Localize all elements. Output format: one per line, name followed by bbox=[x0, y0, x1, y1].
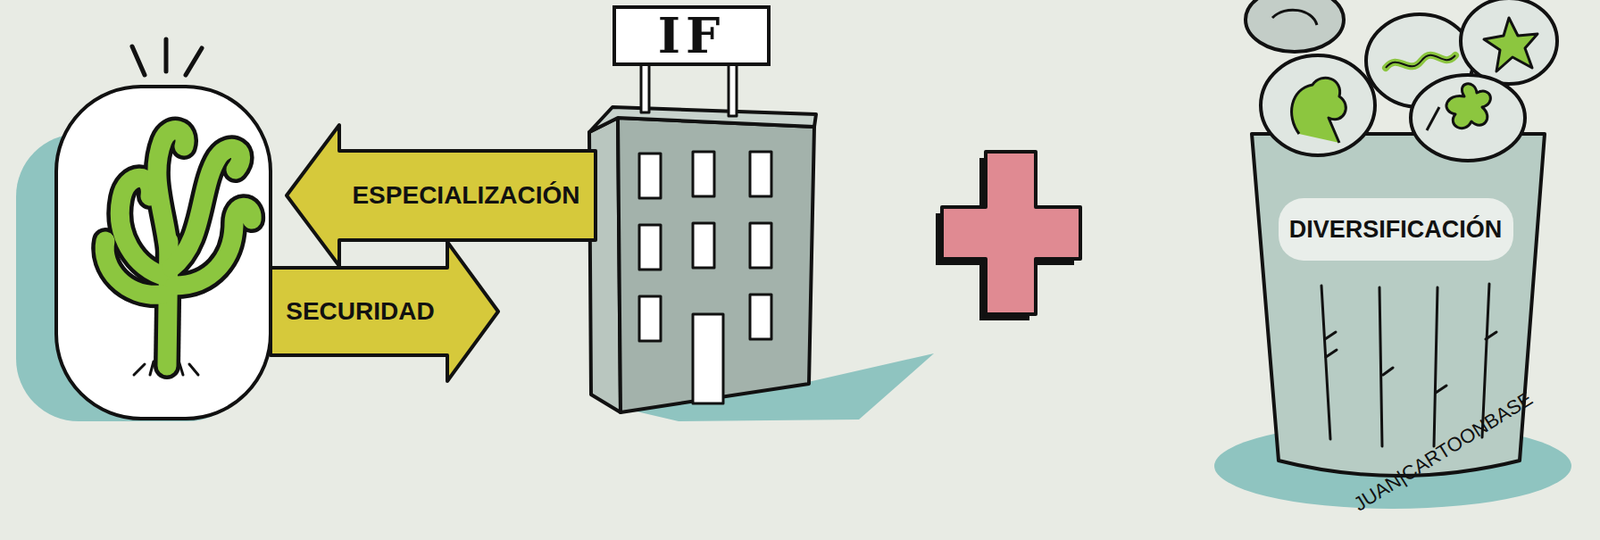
building-sign: IF bbox=[612, 5, 771, 67]
yellow-arrow: SECURIDAD bbox=[267, 239, 501, 384]
illustration-part bbox=[692, 151, 715, 197]
node-text: IF bbox=[658, 7, 726, 65]
illustration-part bbox=[1325, 332, 1497, 393]
illustration-part bbox=[617, 117, 815, 413]
illustration-part bbox=[639, 225, 661, 270]
illustration-part bbox=[692, 314, 724, 404]
illustration-part bbox=[639, 296, 661, 342]
illustration-part bbox=[157, 130, 185, 259]
illustration-part bbox=[175, 207, 252, 286]
illustration-part bbox=[1426, 107, 1440, 131]
illustration-part bbox=[641, 64, 737, 117]
building bbox=[589, 64, 934, 422]
illustration-part bbox=[1272, 9, 1538, 143]
illustration-part bbox=[1460, 0, 1558, 84]
seaweed-plant bbox=[104, 130, 252, 375]
illustration-part bbox=[104, 241, 163, 295]
illustration-part bbox=[692, 223, 715, 268]
illustration-part bbox=[1385, 55, 1456, 68]
illustration-part bbox=[1446, 83, 1491, 129]
node-text: SECURIDAD bbox=[285, 297, 434, 326]
illustration-part bbox=[133, 360, 199, 375]
illustration-part bbox=[941, 151, 1081, 315]
plus-sign bbox=[935, 151, 1081, 321]
node-text: ESPECIALIZACIÓN bbox=[351, 181, 580, 210]
illustration-part bbox=[185, 48, 202, 75]
plant-frame bbox=[16, 86, 271, 422]
illustration-part bbox=[728, 64, 737, 117]
illustration-part bbox=[164, 39, 169, 72]
illustration-part bbox=[1483, 17, 1538, 72]
illustration-part bbox=[132, 46, 145, 75]
illustration-part bbox=[104, 130, 252, 367]
yellow-arrow: ESPECIALIZACIÓN bbox=[283, 122, 599, 269]
illustration-part bbox=[1260, 55, 1375, 156]
arrow-body bbox=[286, 125, 596, 267]
illustration-part bbox=[1410, 75, 1525, 161]
illustration-part bbox=[56, 86, 271, 419]
illustration-part bbox=[1245, 0, 1344, 52]
illustration-part bbox=[750, 294, 772, 340]
illustration-part bbox=[639, 153, 661, 199]
illustration-part bbox=[1385, 55, 1456, 68]
illustration-part bbox=[1379, 287, 1383, 447]
arrow-body bbox=[270, 241, 499, 382]
illustration-part bbox=[133, 360, 199, 375]
illustration-part bbox=[1245, 0, 1558, 161]
illustration-part bbox=[1291, 77, 1347, 143]
illustration-part bbox=[1272, 9, 1317, 25]
node-text: DIVERSIFICACIÓN bbox=[1289, 216, 1503, 244]
illustration-part bbox=[1433, 287, 1438, 447]
illustration-part bbox=[641, 64, 650, 113]
sparkle-lines bbox=[132, 39, 202, 75]
illustration-part bbox=[589, 107, 817, 133]
illustration-part bbox=[639, 151, 772, 404]
illustration-part bbox=[104, 130, 252, 367]
illustration-part bbox=[1321, 285, 1331, 440]
illustration-part bbox=[750, 223, 772, 268]
illustration-part bbox=[750, 151, 772, 197]
trash-can bbox=[1214, 0, 1572, 509]
can-label: DIVERSIFICACIÓN bbox=[1278, 198, 1514, 261]
